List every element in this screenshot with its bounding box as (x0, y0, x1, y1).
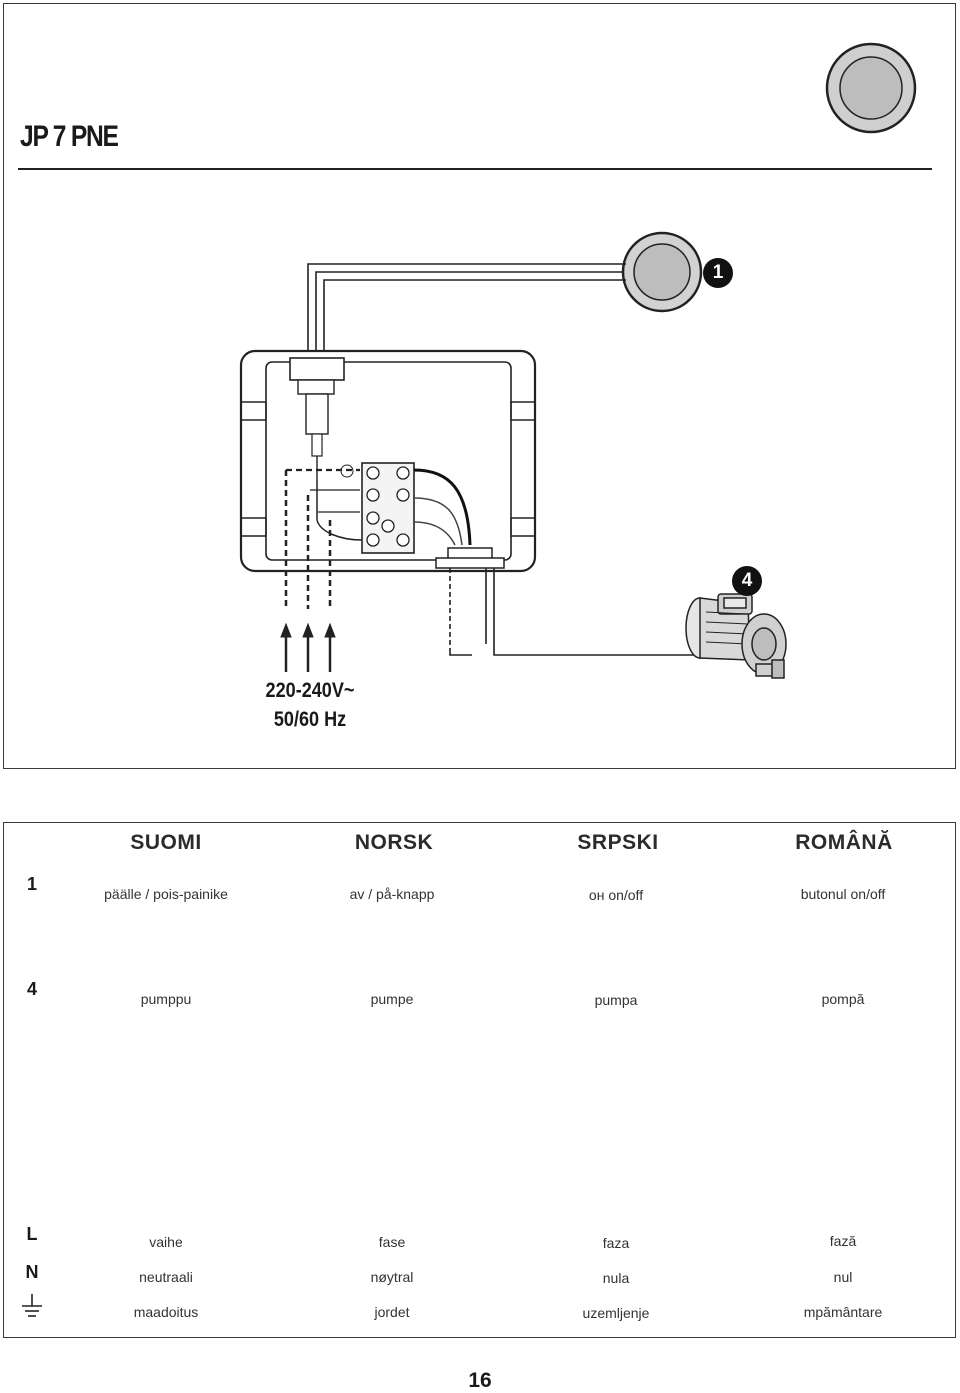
on-off-button-icon (621, 231, 703, 313)
wiring-diagram (239, 42, 917, 679)
cell-ground-norsk: jordet (374, 1304, 410, 1320)
control-box (239, 349, 537, 609)
cell-1-suomi: päälle / pois-painike (104, 886, 228, 902)
cell-4-srpski: pumpa (594, 992, 638, 1008)
pump-icon (685, 593, 787, 679)
cell-ground-romana: mpământare (803, 1304, 883, 1320)
supply-arrows-icon (280, 622, 336, 672)
supply-frequency: 50/60 Hz (273, 708, 347, 731)
cell-l-norsk: fase (378, 1234, 406, 1250)
row-key-l: L (26, 1224, 38, 1244)
cell-n-romana: nul (833, 1269, 853, 1285)
header-romana: ROMÂNĂ (795, 831, 893, 854)
supply-voltage: 220-240V~ (265, 679, 355, 702)
cell-l-romana: fază (829, 1233, 857, 1249)
page-title: JP 7 PNE (20, 120, 119, 153)
cell-4-romana: pompă (821, 991, 865, 1007)
callout-1-badge: 1 (703, 258, 733, 288)
cell-4-suomi: pumppu (140, 991, 192, 1007)
cell-l-suomi: vaihe (149, 1234, 183, 1250)
diagram-panel (3, 3, 956, 769)
cell-ground-srpski: uzemljenje (582, 1305, 650, 1321)
supply-label: 220-240V~ 50/60 Hz (241, 676, 379, 734)
cell-n-norsk: nøytral (370, 1269, 414, 1285)
header-srpski: SRPSKI (577, 831, 659, 854)
cell-4-norsk: pumpe (370, 991, 414, 1007)
row-key-n: N (25, 1262, 39, 1282)
page-number: 16 (468, 1369, 492, 1392)
cell-l-srpski: faza (602, 1235, 630, 1251)
cell-1-srpski: он on/off (588, 887, 644, 903)
cell-ground-suomi: maadoitus (133, 1304, 199, 1320)
row-key-1: 1 (26, 874, 37, 894)
pump-cable (449, 568, 700, 656)
cell-1-norsk: av / på-knapp (349, 886, 435, 902)
cell-n-srpski: nula (602, 1270, 630, 1286)
header-suomi: SUOMI (130, 831, 202, 854)
callout-4-badge: 4 (732, 566, 762, 596)
legend-table (3, 822, 956, 1338)
top-button-icon (825, 42, 917, 134)
cell-n-suomi: neutraali (139, 1269, 193, 1285)
header-norsk: NORSK (354, 831, 434, 854)
ground-icon (22, 1294, 42, 1317)
row-key-4: 4 (26, 979, 37, 999)
title-divider (18, 168, 932, 170)
cell-1-romana: butonul on/off (800, 886, 886, 902)
